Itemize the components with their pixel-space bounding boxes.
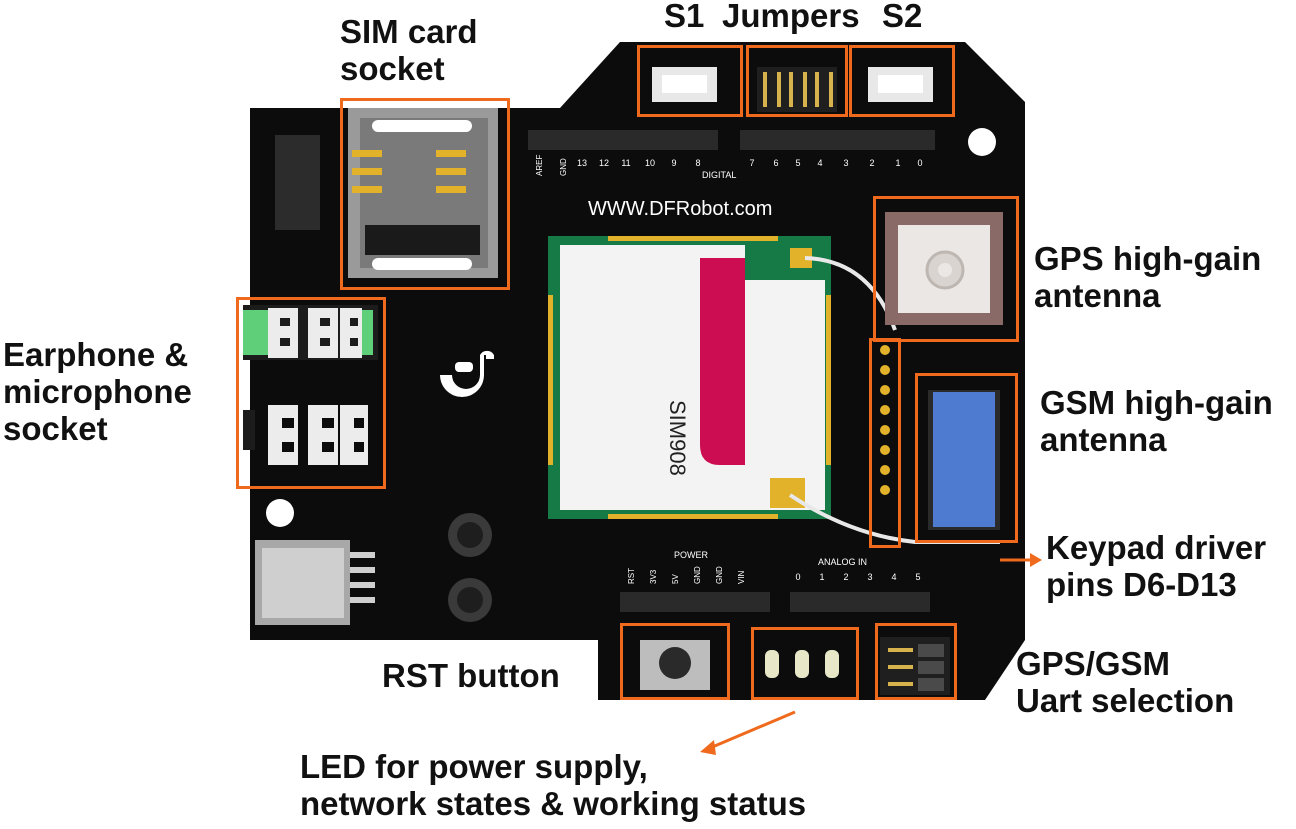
sim-highlight-box — [340, 98, 510, 290]
analog-pin-label: 2 — [843, 572, 848, 582]
jumpers-highlight-box — [746, 45, 848, 117]
jumpers-label: Jumpers — [722, 0, 860, 34]
analog-pin-label: 1 — [819, 572, 824, 582]
uart-selection-label: GPS/GSM Uart selection — [1016, 645, 1235, 719]
digital-pin-label: 2 — [869, 158, 874, 168]
sim-card-socket-graphic — [348, 108, 498, 278]
rst-button-label: RST button — [382, 657, 560, 694]
power-pin-label: RST — [627, 568, 636, 584]
analog-pin-label: 5 — [915, 572, 920, 582]
digital-pin-label: 8 — [695, 158, 700, 168]
sim908-module-graphic — [548, 236, 831, 519]
uart-selection-graphic — [880, 637, 950, 695]
digital-pin-label: 5 — [795, 158, 800, 168]
keypad-pins-label: Keypad driver pins D6-D13 — [1046, 529, 1267, 603]
digital-header-label: DIGITAL — [702, 170, 737, 180]
analog-pin-label: 3 — [867, 572, 872, 582]
sim-card-socket-label: SIM card socket — [340, 13, 478, 87]
led-status-label: LED for power supply, network states & w… — [300, 748, 807, 822]
power-header-label: POWER — [674, 550, 709, 560]
s2-label: S2 — [882, 0, 923, 34]
s1-highlight-box — [637, 45, 743, 117]
power-header-graphic — [620, 592, 930, 612]
power-connector-graphic — [255, 540, 375, 625]
df-logo — [440, 350, 494, 397]
power-pin-label: 5V — [671, 574, 680, 584]
analog-pin-label: 4 — [891, 572, 896, 582]
digital-pin-label: 12 — [599, 158, 609, 168]
digital-pin-label: GND — [559, 158, 568, 176]
digital-pin-label: 10 — [645, 158, 655, 168]
digital-pin-label: 1 — [895, 158, 900, 168]
rst-highlight-box — [620, 623, 730, 700]
status-leds-graphic — [765, 650, 839, 678]
uart-highlight-box — [875, 623, 957, 700]
gsm-antenna-label: GSM high-gain antenna — [1040, 384, 1273, 458]
keypad-pins-graphic — [880, 345, 890, 495]
digital-pin-label: 11 — [621, 158, 630, 168]
s2-highlight-box — [849, 45, 955, 117]
s1-label: S1 — [664, 0, 705, 34]
digital-pin-label: 0 — [917, 158, 922, 168]
analog-pin-label: 0 — [795, 572, 800, 582]
power-pin-label: GND — [693, 566, 702, 584]
rst-button-graphic — [640, 640, 710, 690]
digital-pin-label: 4 — [817, 158, 822, 168]
led-highlight-box — [751, 627, 859, 700]
digital-pin-label: 7 — [749, 158, 754, 168]
earphone-socket-graphic — [243, 305, 378, 465]
digital-pin-label: AREF — [535, 155, 544, 176]
keypad-highlight-box — [869, 338, 901, 548]
earphone-highlight-box — [236, 297, 386, 489]
gps-antenna-label: GPS high-gain antenna — [1034, 240, 1262, 314]
power-pin-label: VIN — [737, 570, 746, 584]
gsm-highlight-box — [915, 373, 1018, 543]
digital-pin-label: 6 — [773, 158, 778, 168]
gps-highlight-box — [873, 196, 1019, 342]
power-pin-label: 3V3 — [649, 569, 658, 584]
digital-pin-label: 13 — [577, 158, 587, 168]
digital-header-graphic — [528, 130, 935, 150]
digital-pin-label: 3 — [843, 158, 848, 168]
sim908-label: SIM908 — [665, 400, 690, 476]
power-pin-label: GND — [715, 566, 724, 584]
website-label: WWW.DFRobot.com — [588, 198, 773, 220]
analog-header-label: ANALOG IN — [818, 557, 868, 567]
digital-pin-label: 9 — [671, 158, 676, 168]
gsm-antenna-graphic — [928, 390, 1000, 530]
jumpers-graphic — [757, 67, 837, 112]
gps-antenna-graphic — [885, 212, 1003, 325]
round-components-graphic — [448, 513, 492, 622]
earphone-socket-label: Earphone & microphone socket — [3, 336, 192, 447]
